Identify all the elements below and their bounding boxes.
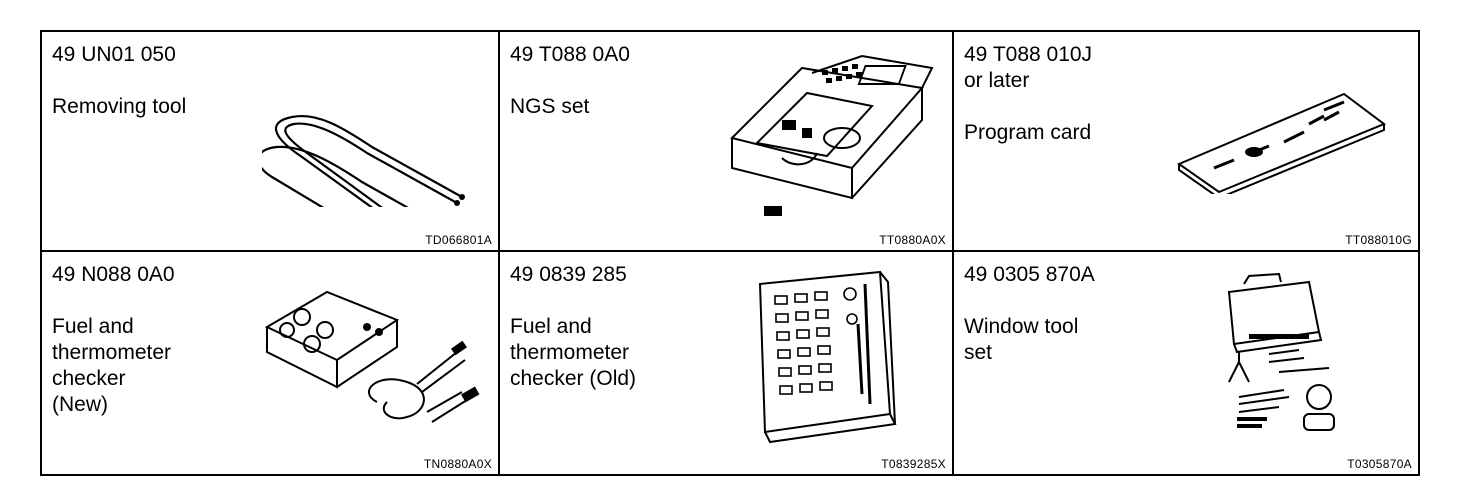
- tool-name: NGS set: [510, 95, 590, 118]
- tool-cell-program-card: 49 T088 010J or later Program card TT088…: [954, 32, 1418, 252]
- tool-cell-removing-tool: 49 UN01 050 Removing tool TD066801A: [42, 32, 500, 252]
- figure-code: T0305870A: [1347, 457, 1412, 471]
- window-tool-set-illustration: [1227, 272, 1335, 431]
- tool-name: Fuel and thermometer checker (Old): [510, 315, 637, 390]
- tool-name: Removing tool: [52, 95, 187, 118]
- tool-cell-fuel-thermometer-checker-old: 49 0839 285 Fuel and thermometer checker…: [500, 252, 954, 474]
- tool-name: Program card: [964, 121, 1092, 144]
- figure-code: TT0880A0X: [879, 233, 946, 247]
- removing-tool-illustration: [262, 114, 465, 207]
- figure-code: TT088010G: [1345, 233, 1412, 247]
- tool-name: Fuel and thermometer checker (New): [52, 315, 172, 416]
- special-tools-table: 49 UN01 050 Removing tool TD066801A 49 T…: [40, 30, 1420, 476]
- tool-cell-ngs-set: 49 T088 0A0 NGS set TT0880A0: [500, 32, 954, 252]
- figure-code: TD066801A: [425, 233, 492, 247]
- tool-cell-window-tool-set: 49 0305 870A Window tool set T0305870A: [954, 252, 1418, 474]
- tool-name: Window tool set: [964, 315, 1079, 364]
- checker-new-illustration: [264, 290, 480, 423]
- part-number: 49 N088 0A0: [52, 263, 175, 286]
- figure-code: T0839285X: [881, 457, 946, 471]
- ngs-case-illustration: [730, 54, 934, 216]
- part-number: 49 T088 0A0: [510, 43, 630, 66]
- part-number: 49 UN01 050: [52, 43, 176, 66]
- part-number: 49 T088 010J or later: [964, 43, 1093, 92]
- figure-code: TN0880A0X: [423, 457, 492, 471]
- tool-cell-fuel-thermometer-checker-new: 49 N088 0A0 Fuel and thermometer checker…: [42, 252, 500, 474]
- program-card-illustration: [1176, 92, 1387, 194]
- part-number: 49 0839 285: [510, 263, 627, 286]
- checker-old-illustration: [758, 270, 897, 444]
- part-number: 49 0305 870A: [964, 263, 1095, 286]
